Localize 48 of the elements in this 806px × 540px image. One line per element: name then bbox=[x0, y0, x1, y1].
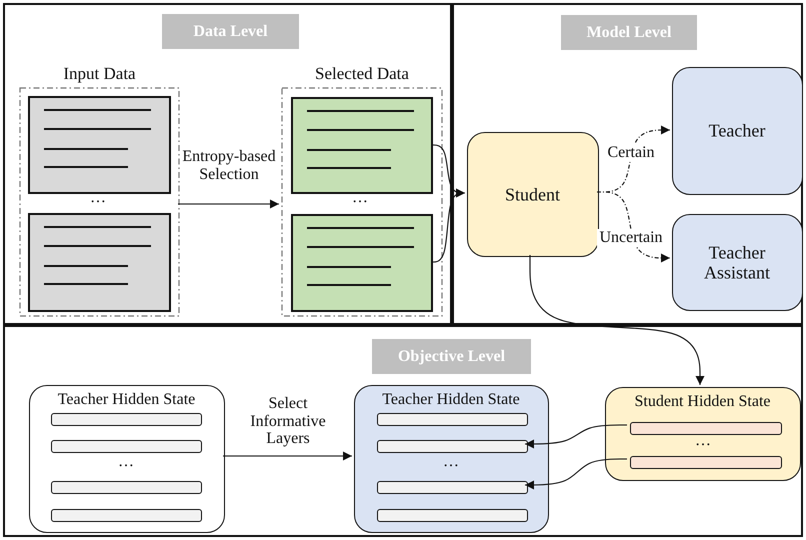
ellipsis: … bbox=[118, 454, 134, 470]
rounded-box bbox=[672, 214, 803, 311]
ellipsis: … bbox=[90, 190, 106, 206]
layer-bar bbox=[51, 481, 202, 494]
edge-label: Certain bbox=[605, 144, 657, 162]
document-box bbox=[28, 213, 171, 312]
panel-title: Model Level bbox=[561, 15, 697, 50]
ellipsis: … bbox=[695, 433, 711, 449]
layer-bar bbox=[51, 440, 202, 453]
arrow bbox=[431, 188, 465, 263]
panel bbox=[3, 3, 452, 325]
arrow bbox=[178, 200, 279, 208]
arrow bbox=[223, 452, 352, 460]
layer-bar bbox=[630, 422, 782, 435]
box-label: Teacher bbox=[708, 120, 766, 142]
ellipsis: … bbox=[443, 454, 459, 470]
arrow bbox=[529, 255, 704, 385]
rounded-box bbox=[467, 132, 599, 257]
layer-bar bbox=[51, 413, 202, 426]
dashed-group bbox=[281, 64, 443, 317]
box-title: Teacher Hidden State bbox=[381, 391, 521, 410]
document-box bbox=[291, 214, 433, 312]
panel bbox=[3, 325, 803, 537]
layer-bar bbox=[51, 509, 202, 522]
layer-bar bbox=[377, 481, 528, 494]
layer-bar bbox=[377, 440, 528, 453]
hidden-state-box bbox=[29, 385, 225, 533]
box-title: Teacher Hidden State bbox=[56, 391, 196, 410]
panel-title: Data Level bbox=[162, 14, 299, 50]
layer-bar bbox=[377, 413, 528, 426]
group-title: Input Data bbox=[62, 64, 137, 84]
edge-label: Uncertain bbox=[597, 229, 665, 247]
layer-bar bbox=[377, 509, 528, 522]
document-box bbox=[291, 97, 433, 194]
arrow bbox=[525, 424, 627, 448]
box-title: Student Hidden State bbox=[634, 393, 772, 412]
rounded-box bbox=[672, 67, 803, 195]
hidden-state-box bbox=[354, 385, 549, 533]
panel bbox=[452, 3, 803, 325]
ellipsis: … bbox=[352, 190, 368, 206]
hidden-state-box bbox=[605, 387, 801, 481]
box-label: Teacher Assistant bbox=[702, 242, 771, 284]
arrow bbox=[525, 458, 627, 490]
panel-title: Objective Level bbox=[372, 339, 531, 374]
group-title: Selected Data bbox=[314, 64, 410, 84]
box-label: Student bbox=[504, 184, 561, 205]
document-box bbox=[28, 96, 171, 194]
layer-bar bbox=[630, 456, 782, 469]
